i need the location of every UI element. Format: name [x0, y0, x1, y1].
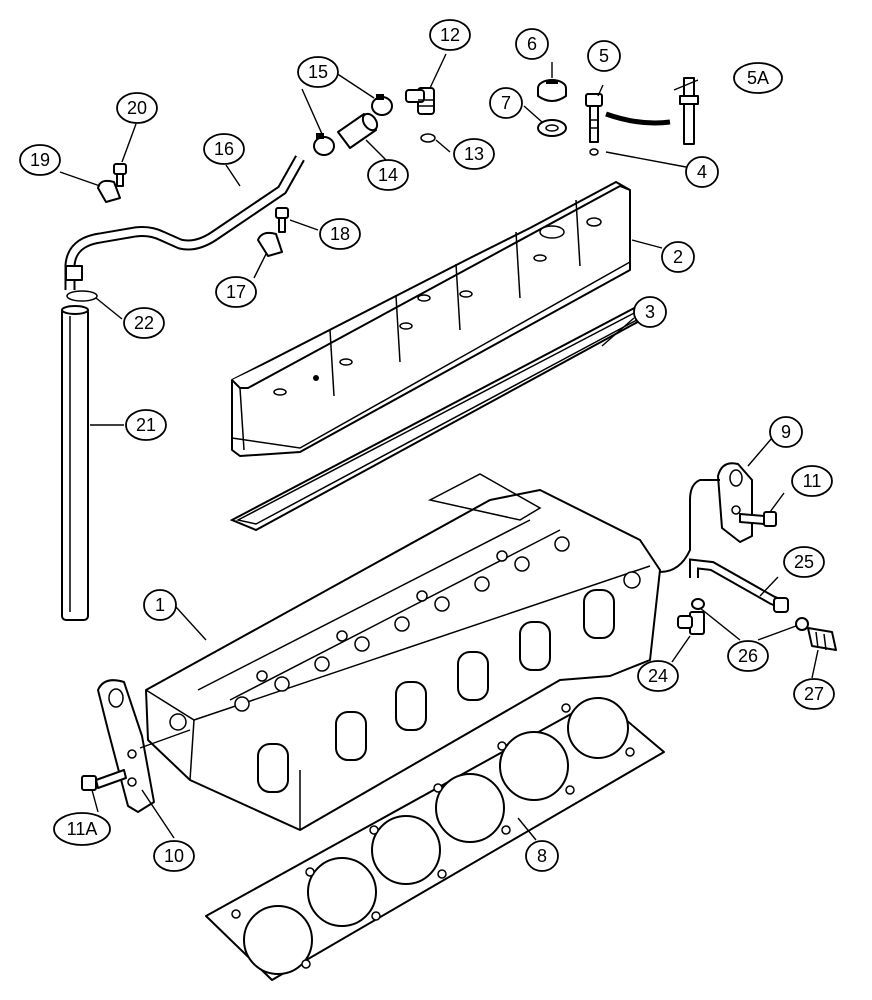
svg-text:19: 19 — [30, 150, 50, 170]
callout-8: 8 — [525, 840, 559, 872]
part-seal-26b — [795, 617, 809, 631]
part-clip-17 — [257, 231, 283, 257]
svg-text:25: 25 — [794, 552, 814, 572]
svg-text:12: 12 — [440, 25, 460, 45]
part-washer-13 — [420, 133, 436, 143]
callout-27: 27 — [793, 678, 835, 710]
callout-18: 18 — [319, 218, 361, 250]
callout-13: 13 — [453, 138, 495, 170]
callout-9: 9 — [769, 416, 803, 448]
svg-text:5: 5 — [599, 46, 609, 66]
part-bolt-20 — [113, 163, 127, 187]
callout-6: 6 — [515, 28, 549, 60]
gasket-bores — [243, 697, 629, 975]
exhaust-ports — [257, 589, 615, 793]
svg-text:11: 11 — [803, 471, 822, 491]
part-cylinder-head-1 — [145, 473, 661, 831]
callout-12: 12 — [429, 19, 471, 51]
callout-5: 5 — [587, 40, 621, 72]
svg-text:2: 2 — [673, 247, 683, 267]
svg-text:1: 1 — [155, 595, 165, 615]
svg-text:5A: 5A — [747, 68, 769, 88]
part-oring-4 — [589, 148, 599, 156]
svg-text:24: 24 — [648, 666, 668, 686]
svg-text:17: 17 — [226, 282, 246, 302]
callout-5a: 5A — [733, 62, 783, 94]
svg-text:27: 27 — [804, 684, 824, 704]
part-sleeve-14 — [337, 112, 379, 149]
svg-text:18: 18 — [330, 224, 350, 244]
callout-1: 1 — [143, 589, 177, 621]
part-hose-16 — [64, 155, 305, 290]
part-fitting-27 — [807, 627, 837, 651]
rocker-area — [234, 536, 570, 712]
svg-text:4: 4 — [697, 162, 707, 182]
part-bracket-9 — [717, 462, 753, 543]
svg-text:7: 7 — [501, 93, 511, 113]
part-bolt-5 — [585, 93, 603, 143]
svg-text:20: 20 — [127, 98, 147, 118]
part-valve-cover-2 — [231, 181, 631, 457]
part-cap-6 — [537, 79, 567, 102]
callout-26: 26 — [727, 640, 769, 672]
part-tube-21 — [61, 305, 89, 621]
svg-text:9: 9 — [781, 422, 791, 442]
part-head-gasket-8 — [205, 697, 665, 981]
part-bolt-11 — [739, 511, 777, 527]
callout-15: 15 — [297, 56, 339, 88]
callout-25: 25 — [783, 546, 825, 578]
part-seal-26a — [691, 598, 705, 610]
callout-14: 14 — [367, 159, 409, 191]
part-stud-5a — [605, 77, 699, 145]
svg-text:16: 16 — [214, 139, 234, 159]
callout-22: 22 — [123, 307, 165, 339]
gasket-small-holes — [231, 703, 635, 969]
callout-16: 16 — [203, 133, 245, 165]
part-bolt-11a — [81, 769, 127, 791]
part-elbow-24 — [677, 611, 705, 635]
svg-text:13: 13 — [464, 144, 484, 164]
svg-text:21: 21 — [136, 415, 156, 435]
callout-11a: 11A — [53, 812, 111, 846]
svg-text:14: 14 — [378, 165, 398, 185]
callout-4: 4 — [685, 156, 719, 188]
svg-text:26: 26 — [738, 646, 758, 666]
part-oring-22 — [66, 290, 98, 302]
callout-3: 3 — [633, 296, 667, 328]
svg-text:15: 15 — [308, 62, 328, 82]
callout-11: 11 — [791, 465, 833, 497]
part-elbow-12 — [405, 87, 435, 115]
part-clamp-15a — [313, 133, 335, 156]
svg-text:11A: 11A — [67, 819, 98, 839]
callout-7: 7 — [489, 87, 523, 119]
svg-text:22: 22 — [134, 313, 154, 333]
leader-lines — [59, 53, 819, 841]
svg-text:10: 10 — [164, 846, 184, 866]
part-clamp-15b — [371, 94, 393, 116]
part-seal-7 — [537, 119, 567, 137]
part-bracket-10 — [97, 679, 191, 813]
part-bolt-18 — [275, 207, 289, 233]
callout-20: 20 — [116, 92, 158, 124]
svg-text:6: 6 — [527, 34, 537, 54]
callout-10: 10 — [153, 840, 195, 872]
part-line-25 — [689, 558, 789, 613]
callout-19: 19 — [19, 144, 61, 176]
svg-text:8: 8 — [537, 846, 547, 866]
callout-2: 2 — [661, 241, 695, 273]
callout-21: 21 — [125, 409, 167, 441]
callout-17: 17 — [215, 276, 257, 308]
svg-text:3: 3 — [645, 302, 655, 322]
callout-24: 24 — [637, 660, 679, 692]
